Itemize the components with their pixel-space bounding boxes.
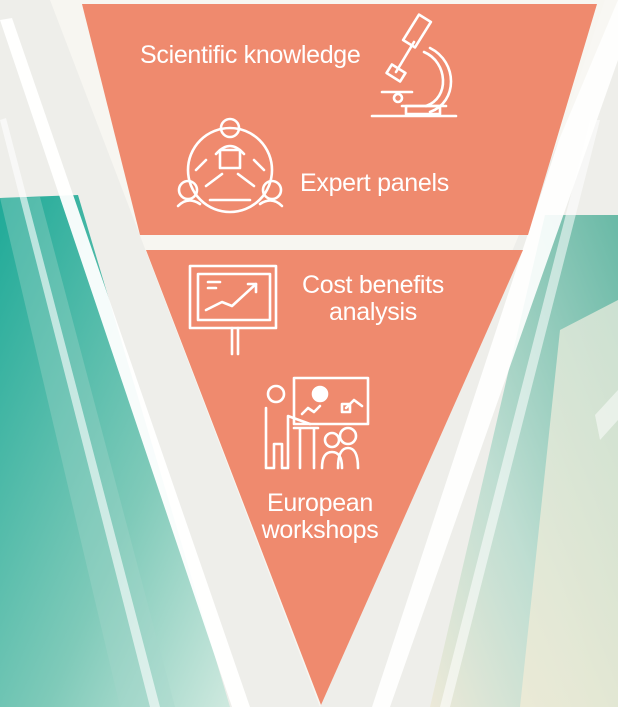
presentation-chart-icon xyxy=(186,262,282,360)
expert-panel-icon xyxy=(166,110,294,220)
stage-label-scientific-knowledge: Scientific knowledge xyxy=(140,41,361,69)
funnel-top-section xyxy=(82,4,597,235)
microscope-icon xyxy=(366,12,462,124)
funnel-bottom-section xyxy=(146,250,523,705)
workshop-presenter-icon xyxy=(258,374,374,474)
stage-label-expert-panels: Expert panels xyxy=(300,169,449,197)
